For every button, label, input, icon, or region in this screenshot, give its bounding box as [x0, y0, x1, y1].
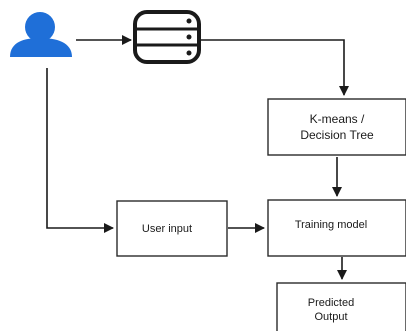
kmeans-label-line2: Decision Tree: [300, 128, 374, 142]
connector-database-to-kmeans: [201, 39, 349, 96]
predicted-label-line1: Predicted: [308, 297, 354, 309]
database-icon: [133, 10, 201, 64]
training-model-label: Training model: [295, 219, 367, 231]
kmeans-decision-tree-box: K-means / Decision Tree: [267, 98, 406, 156]
kmeans-label-line1: K-means /: [310, 112, 365, 126]
user-input-box: User input: [116, 200, 228, 257]
connector-user-to-userinput: [46, 68, 114, 233]
user-input-label: User input: [142, 223, 192, 235]
predicted-label-line2: Output: [314, 311, 347, 323]
predicted-output-box: Predicted Output: [276, 282, 406, 331]
user-icon: [10, 12, 72, 57]
training-model-box: Training model: [267, 199, 406, 257]
